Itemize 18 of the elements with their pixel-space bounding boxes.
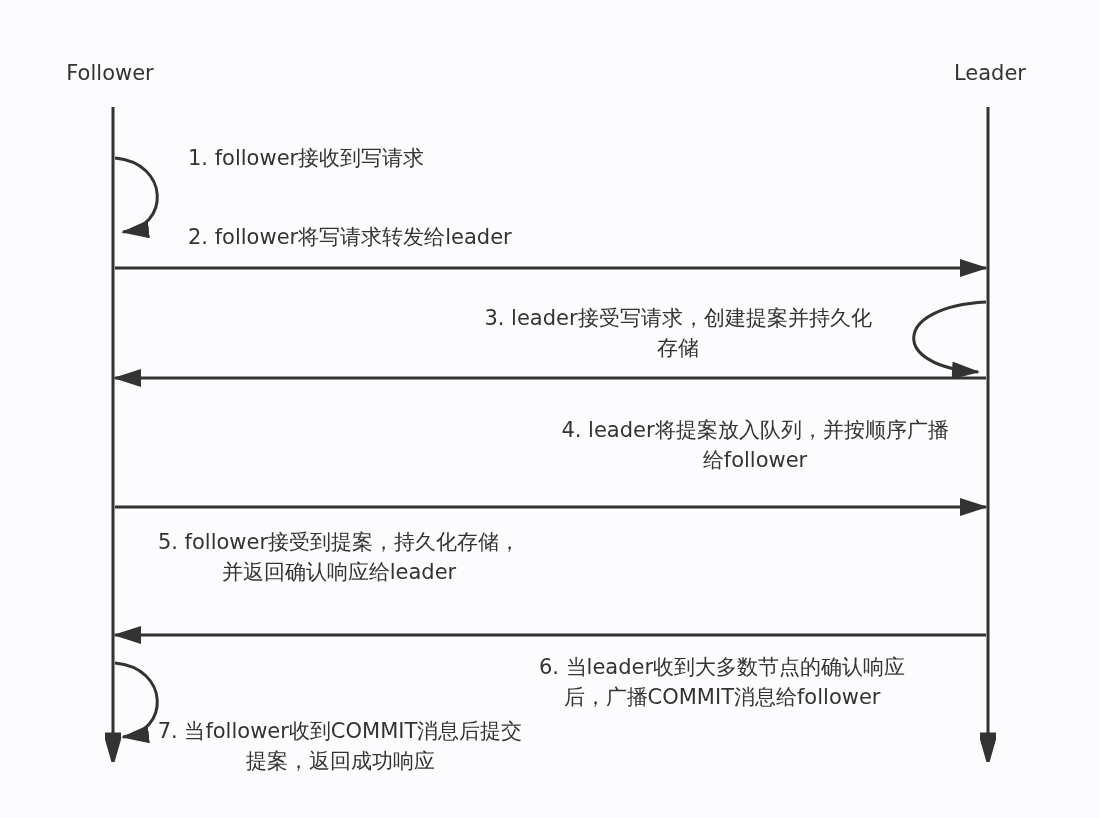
step-text: 7. 当follower收到COMMIT消息后提交提案，返回成功响应 [156,718,524,775]
lifeline-heading: Follower [50,58,170,88]
step-text: 1. follower接收到写请求 [188,145,425,172]
lifeline-arrow [105,107,121,762]
self-loop-arrow [114,156,159,236]
step-text: 3. leader接受写请求，创建提案并持久化存储 [483,305,873,362]
step-text: 2. follower将写请求转发给leader [188,224,512,251]
message-arrow [115,498,988,516]
self-loop-arrow [912,300,987,378]
step-text: 4. leader将提案放入队列，并按顺序广播给follower [560,417,950,474]
step-text: 5. follower接受到提案，持久化存储，并返回确认响应给leader [156,529,522,586]
lifeline-heading: Leader [930,58,1050,88]
message-arrow [113,626,986,644]
message-arrow [115,259,988,277]
step-text: 6. 当leader收到大多数节点的确认响应后，广播COMMIT消息给follower [537,654,907,711]
self-loop-arrow [114,661,159,741]
message-arrow [113,369,986,387]
lifeline-arrow [980,107,996,762]
